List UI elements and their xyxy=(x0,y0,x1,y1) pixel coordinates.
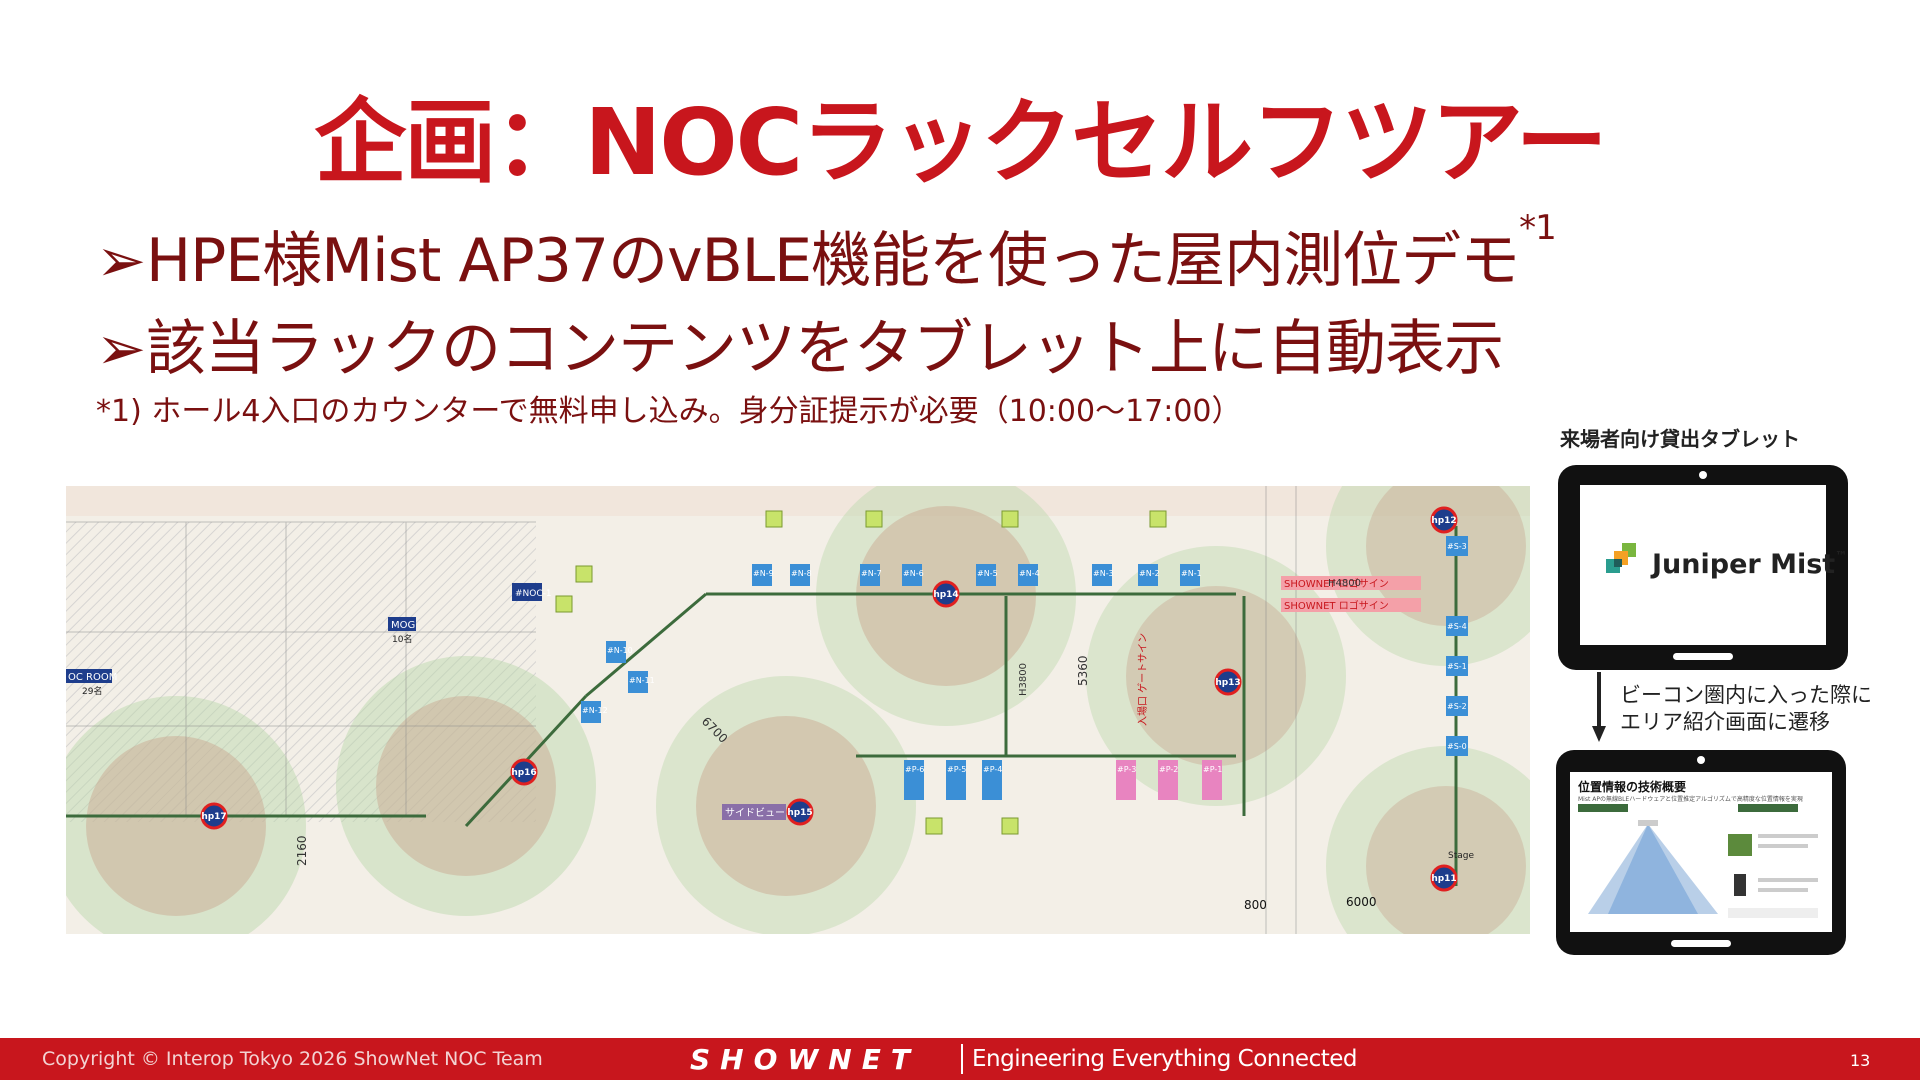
hotspot-hp16: hp16 xyxy=(510,758,538,786)
bullet-1-text: HPE様Mist AP37のvBLE機能を使った屋内測位デモ xyxy=(146,226,1520,296)
camera-icon xyxy=(1697,756,1705,764)
hotspot-hp14: hp14 xyxy=(932,580,960,608)
sign-1: SHOWNET ロゴサイン xyxy=(1284,577,1389,590)
home-button xyxy=(1673,653,1733,660)
rack-n1: #N-1 xyxy=(1181,569,1202,578)
dim-2160: 2160 xyxy=(295,835,309,866)
rack-p4: #P-4 xyxy=(983,765,1002,774)
rack-n9: #N-9 xyxy=(753,569,774,578)
footer-divider xyxy=(961,1044,963,1074)
tablet-logo-screen: Juniper Mist™ xyxy=(1558,465,1848,670)
slide-title: 企画：NOCラックセルフツアー xyxy=(314,89,1607,196)
footnote-ref: *1 xyxy=(1519,208,1557,248)
mog-sub: 10名 xyxy=(392,633,412,645)
rack-s4: #S-4 xyxy=(1447,622,1467,631)
footnote: *1) ホール4入口のカウンターで無料申し込み。身分証提示が必要（10:00～1… xyxy=(96,394,1242,429)
transition-text: ビーコン圏内に入った際に エリア紹介画面に遷移 xyxy=(1620,683,1872,734)
tablet-screen: Juniper Mist™ xyxy=(1580,485,1847,645)
logo-text: Juniper Mist™ xyxy=(1652,549,1848,580)
noc-room-sub: 29名 xyxy=(82,685,102,697)
svg-text:hp14: hp14 xyxy=(933,590,958,600)
dim-6000: 6000 xyxy=(1346,895,1377,909)
footer-bar: Copyright © Interop Tokyo 2026 ShowNet N… xyxy=(0,1038,1920,1080)
noc-rack-label: #NOC-1 xyxy=(515,589,552,599)
svg-text:hp15: hp15 xyxy=(787,808,812,818)
noc-room-label: OC ROOM xyxy=(68,672,117,683)
rack-n12: #N-12 xyxy=(582,706,608,715)
home-button xyxy=(1671,940,1731,947)
rack-n2: #N-2 xyxy=(1139,569,1160,578)
rack-n6: #N-6 xyxy=(903,569,924,578)
mog-label: MOG xyxy=(391,620,415,631)
floor-plan: SHOWNET ロゴサイン SHOWNET ロゴサイン H4800 5360 6… xyxy=(66,486,1530,934)
rack-n7: #N-7 xyxy=(861,569,882,578)
dim-h4800: H4800 xyxy=(1328,578,1361,589)
bullet-arrow-icon: ➢ xyxy=(96,226,146,296)
copyright: Copyright © Interop Tokyo 2026 ShowNet N… xyxy=(42,1048,543,1070)
rack-stage: Stage xyxy=(1448,851,1474,861)
svg-text:hp16: hp16 xyxy=(511,768,536,778)
rack-s0: #S-0 xyxy=(1447,742,1467,751)
bullet-1: ➢HPE様Mist AP37のvBLE機能を使った屋内測位デモ*1 xyxy=(96,208,1557,299)
arrow-down-icon xyxy=(1592,672,1606,742)
hotspot-hp11: hp11 xyxy=(1430,864,1458,892)
rack-p2: #P-2 xyxy=(1159,765,1178,774)
rack-p3: #P-3 xyxy=(1117,765,1136,774)
rack-n5: #N-5 xyxy=(977,569,998,578)
shownet-logo: SHOWNET xyxy=(690,1043,920,1076)
dim-5360: 5360 xyxy=(1076,655,1090,686)
hotspot-hp17: hp17 xyxy=(200,802,228,830)
svg-text:hp17: hp17 xyxy=(201,812,226,822)
rack-s3: #S-3 xyxy=(1447,542,1467,551)
rack-p5: #P-5 xyxy=(947,765,966,774)
screen2-subtitle: Mist APの無線BLEハードウェアと位置推定アルゴリズムで高精度な位置情報を… xyxy=(1578,796,1803,803)
rack-n3: #N-3 xyxy=(1093,569,1114,578)
tablet-screen-2: 位置情報の技術概要 Mist APの無線BLEハードウェアと位置推定アルゴリズム… xyxy=(1570,772,1832,932)
page-number: 13 xyxy=(1850,1051,1871,1070)
ble-diagram-icon xyxy=(1578,804,1818,918)
svg-text:hp11: hp11 xyxy=(1431,874,1456,884)
svg-text:hp12: hp12 xyxy=(1431,516,1456,526)
rack-p1: #P-1 xyxy=(1203,765,1222,774)
rack-n11: #N-11 xyxy=(629,676,655,685)
rack-p6: #P-6 xyxy=(905,765,924,774)
dim-h3800: H3800 xyxy=(1018,663,1029,696)
rack-n8: #N-8 xyxy=(791,569,812,578)
tablet-area-screen: 位置情報の技術概要 Mist APの無線BLEハードウェアと位置推定アルゴリズム… xyxy=(1556,750,1846,955)
sign-2: SHOWNET ロゴサイン xyxy=(1284,599,1389,612)
rack-s1: #S-1 xyxy=(1447,662,1467,671)
screen2-title: 位置情報の技術概要 xyxy=(1578,780,1687,794)
rack-n10: #N-10 xyxy=(607,646,633,655)
camera-icon xyxy=(1699,471,1707,479)
hotspot-hp15: hp15 xyxy=(786,798,814,826)
svg-text:hp13: hp13 xyxy=(1215,678,1240,688)
hotspot-hp12: hp12 xyxy=(1430,506,1458,534)
tagline: Engineering Everything Connected xyxy=(972,1046,1358,1072)
hotspot-hp13: hp13 xyxy=(1214,668,1242,696)
bullet-2: ➢該当ラックのコンテンツをタブレット上に自動表示 xyxy=(96,300,1504,387)
side-view-label: サイドビュー xyxy=(725,807,785,819)
bullet-2-text: 該当ラックのコンテンツをタブレット上に自動表示 xyxy=(146,314,1504,384)
rack-s2: #S-2 xyxy=(1447,702,1467,711)
rack-n4: #N-4 xyxy=(1019,569,1040,578)
dim-800: 800 xyxy=(1244,898,1267,912)
gate-sign-label: 入場口 ゲートサイン xyxy=(1136,633,1149,726)
bullet-arrow-icon: ➢ xyxy=(96,314,146,384)
tablet-caption: 来場者向け貸出タブレット xyxy=(1560,427,1800,451)
juniper-mist-logo-icon xyxy=(1606,543,1636,573)
